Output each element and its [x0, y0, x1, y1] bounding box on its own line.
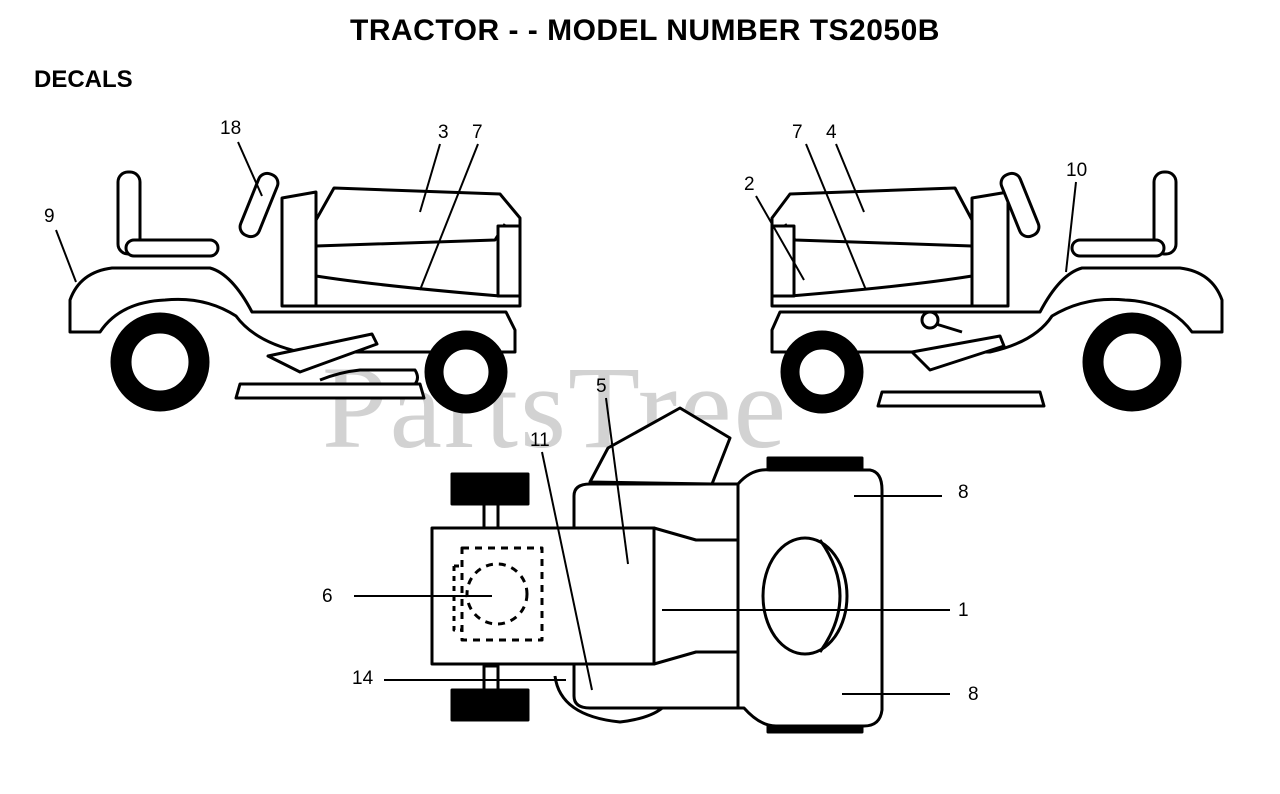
callout-11: 11: [530, 430, 550, 451]
leader-10: [1065, 181, 1077, 273]
right-hood: [770, 186, 974, 308]
callout-5: 5: [596, 376, 607, 397]
leader-5: [605, 397, 629, 565]
callout-2: 2: [744, 174, 755, 195]
callout-labels: 18 3 7 9 7 4 2 10 5 11 8 6 1 14 8: [44, 118, 1087, 705]
right-dash: [970, 190, 1010, 308]
page-title: TRACTOR - - MODEL NUMBER TS2050B: [350, 14, 940, 47]
tractor-left-view: [68, 170, 522, 414]
right-seat-cushion: [1070, 238, 1166, 258]
callout-18: 18: [220, 118, 241, 139]
top-dash: [652, 526, 740, 666]
section-title: DECALS: [34, 66, 133, 93]
callout-4: 4: [826, 122, 837, 143]
left-steering-wheel: [238, 171, 280, 239]
left-mower-deck: [234, 382, 426, 400]
right-body: [770, 266, 1224, 354]
callout-6: 6: [322, 586, 333, 607]
callout-10: 10: [1066, 160, 1087, 181]
top-seat-well-inner: [818, 539, 842, 653]
callout-7-right: 7: [792, 122, 803, 143]
leader-7-left: [419, 143, 479, 291]
left-body: [68, 266, 517, 354]
left-seat-cushion: [124, 238, 220, 258]
leader-7-right: [805, 143, 867, 291]
left-deck-chute: [319, 368, 419, 385]
callout-7-left: 7: [472, 122, 483, 143]
right-seat-back: [1152, 170, 1178, 256]
tractor-top-view: [430, 406, 884, 734]
left-rear-hub: [128, 330, 192, 394]
top-seat-well: [761, 536, 849, 656]
callout-14: 14: [352, 668, 374, 689]
callout-1: 1: [958, 600, 969, 621]
right-front-hub: [796, 346, 848, 398]
top-front-axle-lower: [482, 664, 500, 692]
tractor-right-view: [770, 170, 1224, 414]
left-grille: [496, 224, 522, 298]
top-seat: [588, 406, 732, 486]
left-hood: [314, 186, 522, 308]
callout-9: 9: [44, 206, 55, 227]
right-grille: [770, 224, 796, 298]
right-lever: [935, 322, 963, 334]
leader-2: [755, 195, 805, 281]
right-foot-pedal: [910, 334, 1006, 372]
left-dash: [280, 190, 318, 308]
leader-18: [237, 141, 263, 197]
left-front-hub: [440, 346, 492, 398]
right-lever-knob: [920, 310, 940, 330]
leader-3: [419, 143, 441, 213]
leader-4: [835, 143, 865, 213]
callout-3: 3: [438, 122, 449, 143]
top-front-wheel-upper: [450, 472, 530, 506]
right-rear-hub: [1100, 330, 1164, 394]
top-front-axle-upper: [482, 502, 500, 530]
left-hood-line-2: [315, 274, 501, 298]
leader-lines: [55, 141, 1077, 695]
top-front-wheel-lower: [450, 688, 530, 722]
left-foot-pedal: [266, 332, 379, 374]
right-hood-line-2: [789, 274, 973, 298]
right-steering-wheel: [999, 171, 1041, 239]
top-engine-circle: [465, 562, 529, 626]
callout-8-top: 8: [958, 482, 969, 503]
right-mower-deck: [876, 390, 1046, 408]
leader-9: [55, 229, 77, 283]
top-engine-bracket: [452, 564, 462, 632]
top-engine-outline: [460, 546, 544, 642]
leader-11: [541, 451, 593, 691]
callout-8-bottom: 8: [968, 684, 979, 705]
